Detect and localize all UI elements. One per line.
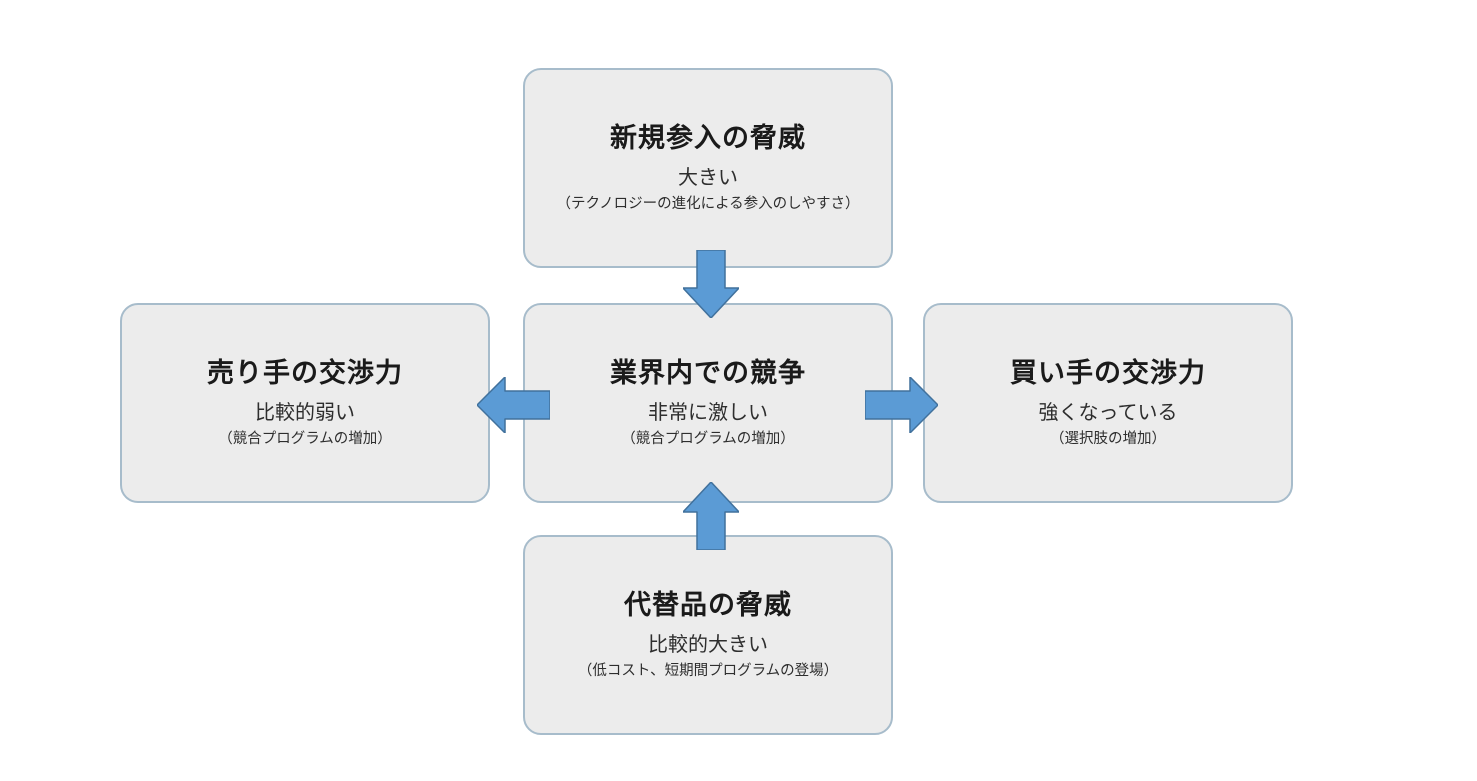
left-arrow-icon (477, 377, 550, 433)
box-supplier-power-note: （競合プログラムの増加） (218, 430, 392, 447)
box-buyer-power-title: 買い手の交渉力 (1010, 357, 1206, 388)
box-industry-rivalry-title: 業界内での競争 (610, 357, 806, 388)
box-supplier-power-subtitle: 比較的弱い (255, 401, 355, 424)
box-new-entrants-subtitle: 大きい (678, 166, 738, 189)
box-supplier-power-title: 売り手の交渉力 (207, 357, 403, 388)
box-buyer-power-note: （選択肢の増加） (1050, 430, 1166, 447)
box-industry-rivalry-note: （競合プログラムの増加） (621, 430, 795, 447)
box-industry-rivalry-subtitle: 非常に激しい (648, 401, 768, 424)
box-new-entrants-note: （テクノロジーの進化による参入のしやすさ） (556, 195, 860, 212)
box-buyer-power: 買い手の交渉力 強くなっている （選択肢の増加） (923, 303, 1293, 503)
box-substitutes-note: （低コスト、短期間プログラムの登場） (577, 662, 839, 679)
box-substitutes-subtitle: 比較的大きい (648, 633, 768, 656)
box-supplier-power: 売り手の交渉力 比較的弱い （競合プログラムの増加） (120, 303, 490, 503)
down-arrow-icon (683, 250, 739, 318)
up-arrow-icon (683, 482, 739, 550)
right-arrow-icon (865, 377, 938, 433)
box-substitutes-title: 代替品の脅威 (624, 589, 792, 620)
box-buyer-power-subtitle: 強くなっている (1038, 401, 1178, 424)
box-substitutes: 代替品の脅威 比較的大きい （低コスト、短期間プログラムの登場） (523, 535, 893, 735)
box-industry-rivalry: 業界内での競争 非常に激しい （競合プログラムの増加） (523, 303, 893, 503)
box-new-entrants: 新規参入の脅威 大きい （テクノロジーの進化による参入のしやすさ） (523, 68, 893, 268)
box-new-entrants-title: 新規参入の脅威 (610, 122, 806, 153)
